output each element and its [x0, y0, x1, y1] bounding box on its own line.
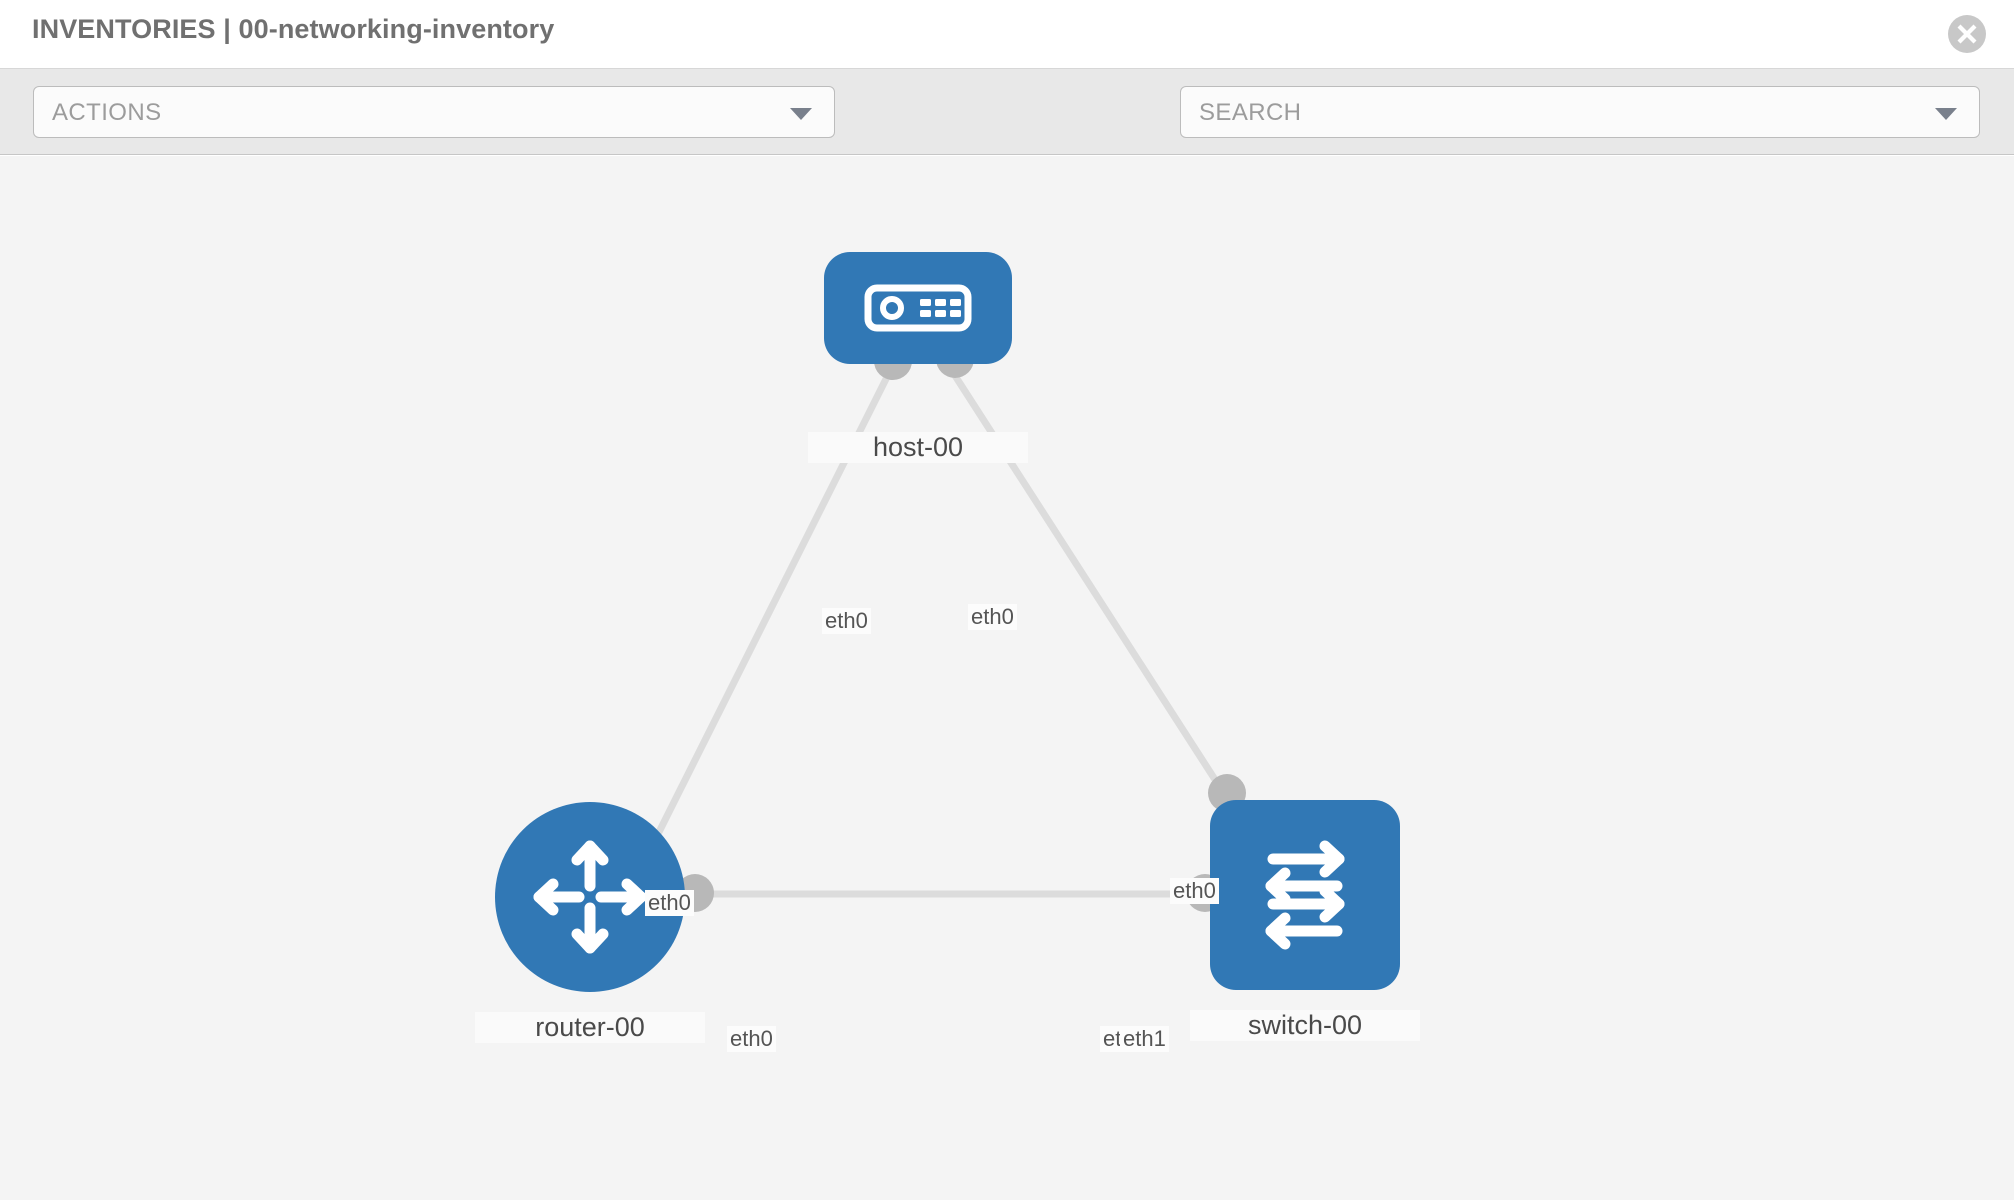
if-label-router-up: eth0 — [645, 890, 694, 916]
page-title: INVENTORIES | 00-networking-inventory — [32, 14, 555, 44]
if-label-router-right: eth0 — [727, 1026, 776, 1052]
server-device-icon — [864, 284, 972, 332]
if-label-host-right: eth0 — [968, 604, 1017, 630]
node-label-router-00: router-00 — [475, 1012, 705, 1043]
close-icon — [1957, 24, 1977, 44]
if-label-host-left: eth0 — [822, 608, 871, 634]
topology-canvas[interactable]: host-00 router-00 — [0, 156, 2014, 1200]
search-placeholder: SEARCH — [1199, 99, 1302, 126]
toolbar: ACTIONS SEARCH — [0, 69, 2014, 193]
if-label-switch-left-eth1: eth1 — [1120, 1026, 1169, 1052]
node-label-switch-00: switch-00 — [1190, 1010, 1420, 1041]
node-switch-00[interactable]: switch-00 — [1190, 800, 1420, 1041]
page-header: INVENTORIES | 00-networking-inventory — [0, 0, 2014, 69]
node-host-00[interactable]: host-00 — [808, 252, 1028, 463]
host-00-shape — [824, 252, 1012, 364]
actions-dropdown[interactable]: ACTIONS — [33, 86, 835, 138]
switch-00-shape — [1210, 800, 1400, 990]
close-button[interactable] — [1948, 15, 1986, 53]
search-input[interactable]: SEARCH — [1180, 86, 1980, 138]
actions-dropdown-label: ACTIONS — [52, 99, 162, 126]
bidirectional-arrows-icon — [1265, 840, 1345, 950]
node-label-host-00: host-00 — [808, 432, 1028, 463]
if-label-switch-up: eth0 — [1170, 878, 1219, 904]
chevron-down-icon — [790, 108, 812, 120]
node-router-00[interactable]: router-00 — [475, 802, 705, 1043]
search-chevron-down-icon[interactable] — [1935, 108, 1957, 120]
four-arrows-in-icon — [533, 840, 647, 954]
